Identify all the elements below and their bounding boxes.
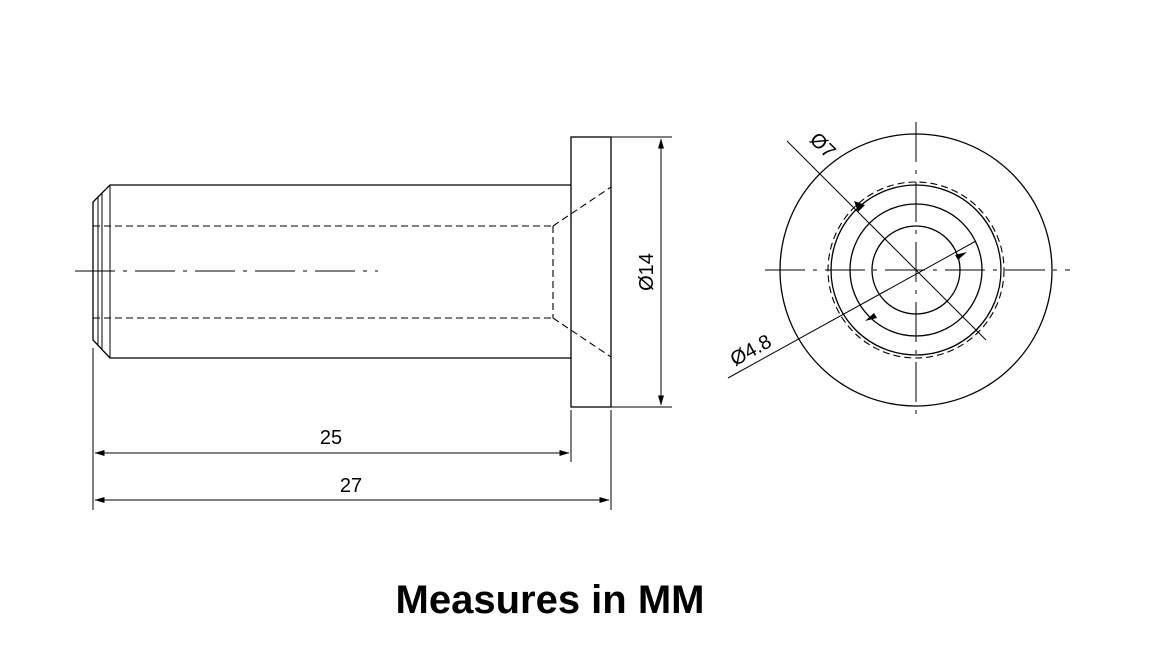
dim-flange-diameter: Ø14 <box>611 136 672 408</box>
dim-label-total-length: 27 <box>340 475 362 497</box>
side-view <box>75 136 612 408</box>
units-caption: Measures in MM <box>395 578 705 622</box>
dim-label-flange-diameter: Ø14 <box>636 253 658 291</box>
hidden-countersink-top <box>552 186 612 227</box>
end-view <box>765 122 1070 422</box>
dim-outer-diameter: Ø7 <box>786 129 987 341</box>
dim-shank-length: 25 <box>92 348 572 510</box>
dim-label-outer-diameter: Ø7 <box>805 129 839 163</box>
flange <box>570 136 612 408</box>
dim-bore-diameter: Ø4.8 <box>727 240 977 379</box>
dim-total-length: 27 <box>94 410 612 510</box>
hidden-countersink-bottom <box>552 317 612 358</box>
dim-label-shank-length: 25 <box>320 427 342 449</box>
